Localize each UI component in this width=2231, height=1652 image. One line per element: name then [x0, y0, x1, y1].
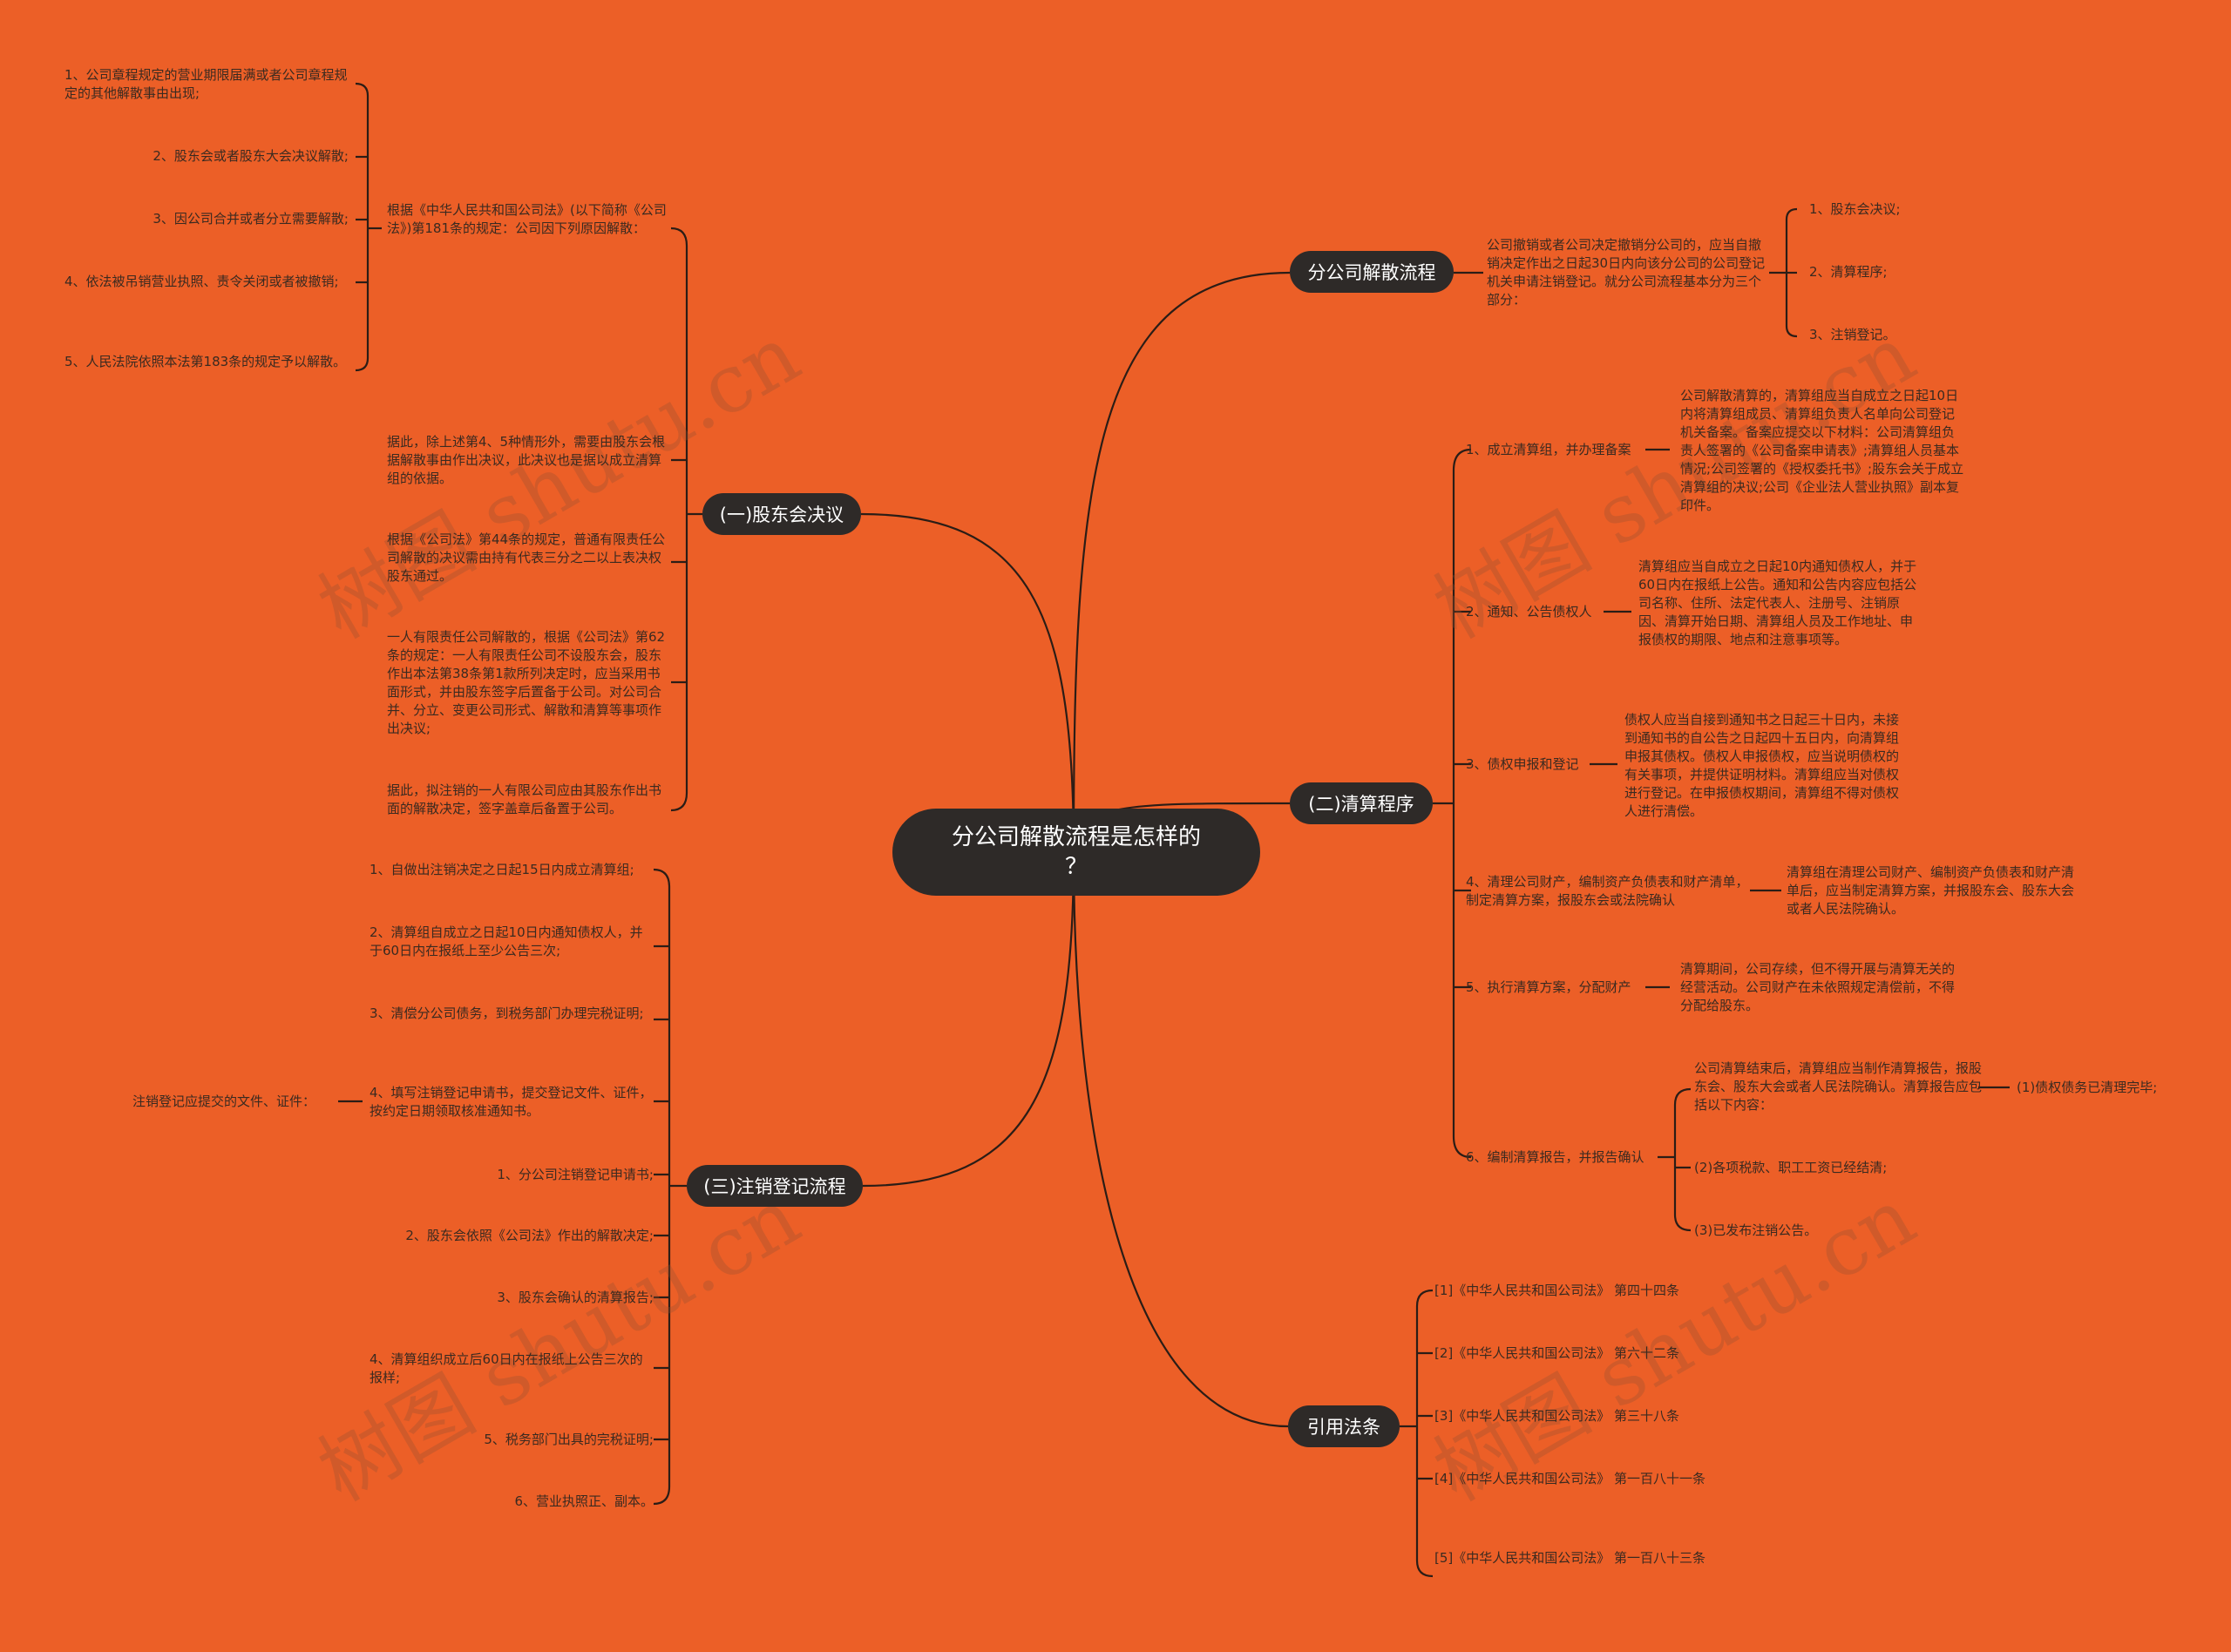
b2-reason-4: 4、依法被吊销营业执照、责令关闭或者被撤销;	[64, 274, 339, 289]
b2-note-2: 根据《公司法》第44条的规定，普通有限责任公司解散的决议需由持有代表三分之二以上…	[387, 531, 666, 584]
b5-ref-1: [1]《中华人民共和国公司法》 第四十四条	[1434, 1283, 1680, 1298]
b3-step-4: 4、清理公司财产，编制资产负债表和财产清单，制定清算方案，报股东会或法院确认	[1466, 874, 1749, 908]
b3-step-6: 6、编制清算报告，并报告确认	[1466, 1149, 1644, 1165]
b3-step-3-detail: 债权人应当自接到通知书之日起三十日内，未接到通知书的自公告之日起四十五日内，向清…	[1624, 712, 1900, 819]
b4-doc-4: 4、清算组织成立后60日内在报纸上公告三次的报样;	[370, 1351, 643, 1385]
b3-step-4-detail: 清算组在清理公司财产、编制资产负债表和财产清单后，应当制定清算方案，并报股东会、…	[1787, 864, 2075, 917]
b2-law-basis: 根据《中华人民共和国公司法》(以下简称《公司法》)第181条的规定：公司因下列原…	[387, 202, 667, 236]
b1-step-3: 3、注销登记。	[1809, 327, 1896, 342]
b1-step-1: 1、股东会决议;	[1809, 201, 1901, 217]
b4-doc-2: 2、股东会依照《公司法》作出的解散决定;	[405, 1228, 654, 1243]
b5-ref-3: [3]《中华人民共和国公司法》 第三十八条	[1434, 1408, 1680, 1424]
b2-reason-1: 1、公司章程规定的营业期限届满或者公司章程规定的其他解散事由出现;	[64, 67, 348, 101]
branch-deregistration-process[interactable]: (三)注销登记流程	[687, 1165, 863, 1207]
b2-note-4: 据此，拟注销的一人有限公司应由其股东作出书面的解散决定，签字盖章后备置于公司。	[387, 782, 662, 816]
b2-note-3: 一人有限责任公司解散的，根据《公司法》第62条的规定：一人有限责任公司不设股东会…	[387, 629, 666, 736]
b4-step-4: 4、填写注销登记申请书，提交登记文件、证件，按约定日期领取核准通知书。	[370, 1085, 653, 1119]
b2-reason-5: 5、人民法院依照本法第183条的规定予以解散。	[64, 354, 347, 369]
b5-ref-2: [2]《中华人民共和国公司法》 第六十二条	[1434, 1345, 1680, 1361]
b2-reason-3: 3、因公司合并或者分立需要解散;	[153, 211, 349, 227]
b1-intro: 公司撤销或者公司决定撤销分公司的，应当自撤销决定作出之日起30日内向该分公司的公…	[1487, 237, 1766, 308]
b3-step-2-detail: 清算组应当自成立之日起10内通知债权人，并于60日内在报纸上公告。通知和公告内容…	[1638, 559, 1917, 647]
b3-report-item-3: (3)已发布注销公告。	[1694, 1222, 1818, 1238]
b4-step-1: 1、自做出注销决定之日起15日内成立清算组;	[370, 862, 634, 877]
b2-reason-2: 2、股东会或者股东大会决议解散;	[153, 148, 349, 164]
b4-doc-5: 5、税务部门出具的完税证明;	[484, 1432, 654, 1447]
b3-step-3: 3、债权申报和登记	[1466, 756, 1579, 772]
b2-note-1: 据此，除上述第4、5种情形外，需要由股东会根据解散事由作出决议，此决议也是据以成…	[387, 434, 666, 486]
b3-step-1: 1、成立清算组，并办理备案	[1466, 442, 1631, 457]
b4-doc-6: 6、营业执照正、副本。	[514, 1493, 654, 1509]
b3-step-6-detail: 公司清算结束后，清算组应当制作清算报告，报股东会、股东大会或者人民法院确认。清算…	[1694, 1060, 1983, 1113]
b3-report-item-2: (2)各项税款、职工工资已经结清;	[1694, 1160, 1888, 1175]
root-topic[interactable]: 分公司解散流程是怎样的 ？	[892, 809, 1260, 896]
b4-required-docs-label: 注销登记应提交的文件、证件：	[132, 1093, 316, 1109]
b3-step-1-detail: 公司解散清算的，清算组应当自成立之日起10日内将清算组成员、清算组负责人名单向公…	[1680, 388, 1964, 513]
branch-shareholder-resolution[interactable]: (一)股东会决议	[702, 493, 861, 535]
b3-step-2: 2、通知、公告债权人	[1466, 604, 1592, 620]
b4-step-2: 2、清算组自成立之日起10日内通知债权人，并于60日内在报纸上至少公告三次;	[370, 924, 643, 958]
b4-doc-3: 3、股东会确认的清算报告;	[497, 1290, 654, 1305]
b4-step-3: 3、清偿分公司债务，到税务部门办理完税证明;	[370, 1005, 644, 1021]
b5-ref-5: [5]《中华人民共和国公司法》 第一百八十三条	[1434, 1550, 1706, 1566]
branch-dissolution-process[interactable]: 分公司解散流程	[1290, 251, 1454, 293]
branch-liquidation-procedure[interactable]: (二)清算程序	[1290, 782, 1433, 824]
branch-cited-laws[interactable]: 引用法条	[1288, 1405, 1400, 1447]
b3-report-item-1: (1)债权债务已清理完毕;	[2017, 1080, 2158, 1095]
b1-step-2: 2、清算程序;	[1809, 264, 1888, 280]
b4-doc-1: 1、分公司注销登记申请书;	[497, 1167, 654, 1182]
b5-ref-4: [4]《中华人民共和国公司法》 第一百八十一条	[1434, 1471, 1706, 1486]
b3-step-5: 5、执行清算方案，分配财产	[1466, 979, 1631, 995]
b3-step-5-detail: 清算期间，公司存续，但不得开展与清算无关的经营活动。公司财产在未依照规定清偿前，…	[1680, 961, 1956, 1013]
